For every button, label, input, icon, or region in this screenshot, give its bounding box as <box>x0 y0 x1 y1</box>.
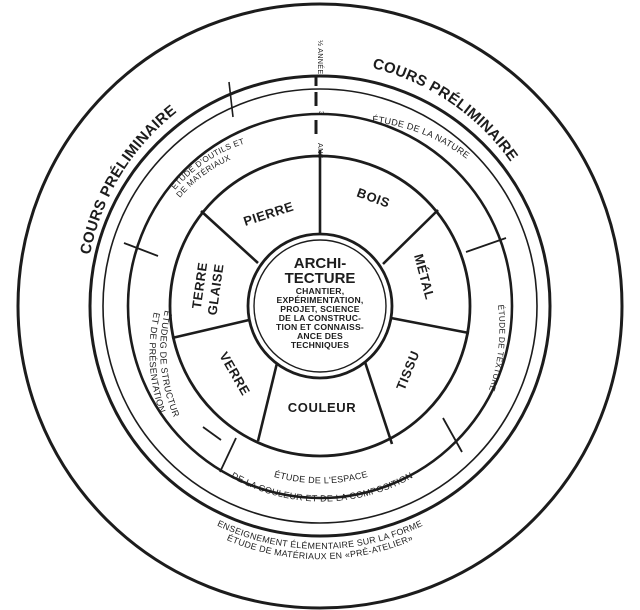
material-verre: VERRE <box>216 349 253 398</box>
three-years-number: 3 <box>317 111 326 115</box>
material-metal: MÉTAL <box>411 252 438 301</box>
second-ring <box>88 74 552 538</box>
half-year-label: ½ ANNÉE <box>316 40 325 74</box>
material-bois: BOIS <box>355 185 392 211</box>
study-ring-inner <box>126 112 514 500</box>
center-line-7: TECHNIQUES <box>291 340 349 350</box>
center-line-4: DE LA CONSTRUC- <box>279 313 361 323</box>
spoke-bottom-left <box>256 362 279 442</box>
outer-ring <box>16 2 624 610</box>
spoke-top-left <box>200 210 259 264</box>
third-ring <box>102 88 538 524</box>
divider-top-left <box>228 81 234 118</box>
material-pierre: PIERRE <box>242 199 296 229</box>
divider-right <box>465 237 507 253</box>
material-couleur: COULEUR <box>288 400 356 415</box>
divider-bottom-left-b <box>219 437 237 473</box>
space-study-line1: ÉTUDE DE L'ESPACE <box>273 469 369 485</box>
material-glaise: GLAISE <box>204 263 226 317</box>
center-line-1: CHANTIER, <box>296 286 345 296</box>
center-line-3: PROJET, SCIENCE <box>280 304 359 314</box>
spoke-top-right <box>382 209 439 265</box>
divider-left <box>123 242 159 257</box>
center-line-5: TION ET CONNAISS- <box>276 322 364 332</box>
texture-study-label: ÉTUDE DE TEXTURE <box>487 304 507 393</box>
spoke-right <box>390 316 470 335</box>
cours-preliminaire-right: COURS PRÉLIMINAIRE <box>371 55 521 164</box>
center-line-6: ANCE DES <box>297 331 343 341</box>
center-title-line2: TECTURE <box>285 270 356 287</box>
center-inner-ring <box>253 239 387 373</box>
years-label: ANS <box>316 143 325 159</box>
divider-bottom-right <box>442 417 463 453</box>
material-tissu: TISSU <box>393 348 422 392</box>
material-terre: TERRE <box>189 261 210 310</box>
center-line-2: EXPÉRIMENTATION, <box>277 295 364 305</box>
space-study-line2: DE LA COULEUR ET DE LA COMPOSITION <box>230 470 415 503</box>
divider-bottom-left-a <box>202 426 222 441</box>
center-title-line1: ARCHI- <box>294 255 347 272</box>
spoke-bottom-right <box>363 361 394 445</box>
spoke-left <box>171 318 250 340</box>
half-year-gap <box>304 40 326 74</box>
